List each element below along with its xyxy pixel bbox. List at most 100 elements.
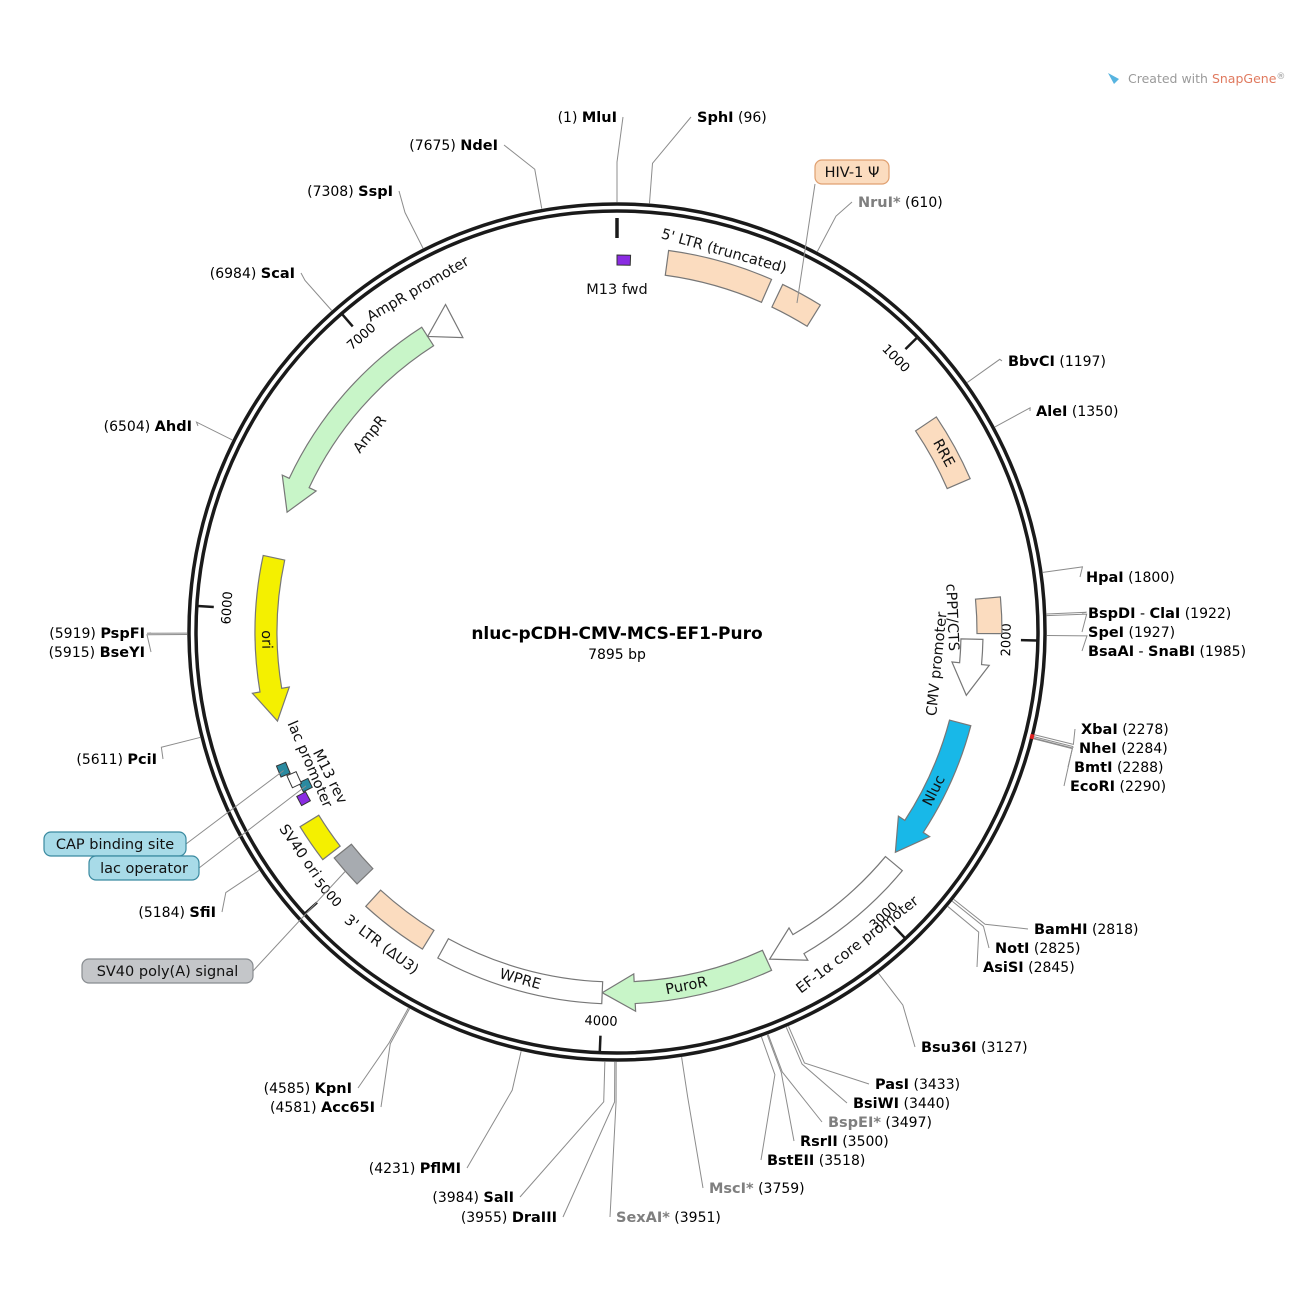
feature-ampr-promoter[interactable] [426,303,464,339]
feature-lac-promoter[interactable] [286,771,303,789]
site-pos-hpai: (1800) [1128,570,1175,586]
site-line-bsu36i [878,973,916,1048]
site-label-acc65i[interactable]: (4581) Acc65I [270,1100,375,1116]
site-line-nhei [1033,736,1074,749]
feature-cppt[interactable] [974,596,1003,635]
site-label-spei[interactable]: SpeI (1927) [1088,625,1175,641]
site-line-bsteii [760,1036,776,1161]
site-label-draiii[interactable]: (3955) DraIII [461,1210,557,1226]
site-line-bsaai [1046,635,1088,652]
feature-ori[interactable] [251,554,291,723]
site-label-pasi[interactable]: PasI (3433) [875,1077,960,1093]
site-pos-asisi: (2845) [1028,960,1075,976]
site-name-sali: SalI [483,1190,514,1206]
snapgene-logo-icon [1108,73,1119,84]
site-label-sali[interactable]: (3984) SalI [432,1190,514,1206]
site-label-nrui[interactable]: NruI* (610) [858,195,943,211]
site-pos-mlui: (1) [558,110,578,126]
site-label-alei[interactable]: AleI (1350) [1036,404,1118,420]
feature-m13-rev[interactable] [296,791,312,807]
site-name-pcii: PciI [127,752,157,768]
site-line-nrui [816,201,853,252]
site-label-noti[interactable]: NotI (2825) [995,941,1080,957]
site-label-pcii[interactable]: (5611) PciI [76,752,157,768]
site-name-alei: AleI [1036,404,1067,420]
site-name-acc65i: Acc65I [321,1100,375,1116]
callout-line-lacop-box [198,785,307,869]
tick-label-6000: 6000 [219,591,236,625]
site-label-ecori[interactable]: EcoRI (2290) [1070,779,1166,795]
feature-hiv-psi[interactable] [771,283,822,328]
site-label-bsaai[interactable]: BsaAI - SnaBI (1985) [1088,644,1246,660]
feature-rre[interactable] [914,416,971,490]
callout-box-sv40pa-box[interactable] [81,958,254,984]
svg-text:Created with SnapGene®: Created with SnapGene® [1128,71,1285,86]
site-label-scai[interactable]: (6984) ScaI [210,266,295,282]
site-layer: (1) MluI SphI (96) NruI* (610) BbvCI (1197)… [49,110,1247,1226]
feature-label-ampr-promoter: AmpR promoter [364,254,472,326]
feature-puror[interactable] [601,949,773,1013]
site-label-sfii[interactable]: (5184) SfiI [138,905,216,921]
site-name-bspei: BspEI* [828,1115,881,1131]
site-label-bamhi[interactable]: BamHI (2818) [1034,922,1139,938]
site-pos-bsaai: (1985) [1200,644,1247,660]
feature-ampr[interactable] [281,326,435,514]
site-name-noti: NotI [995,941,1029,957]
site-line-bspei [767,1034,823,1123]
site-line-noti [951,900,990,949]
site-name-bsteii: BstEII [767,1153,814,1169]
feature-cmv-promoter[interactable] [951,638,991,697]
site-label-asisi[interactable]: AsiSI (2845) [983,960,1075,976]
site-label-bbvci[interactable]: BbvCI (1197) [1008,354,1106,370]
site-label-bsiwi[interactable]: BsiWI (3440) [853,1096,950,1112]
site-label-sexai[interactable]: SexAI* (3951) [616,1210,721,1226]
site-label-mlui[interactable]: (1) MluI [558,110,617,126]
site-label-sspi[interactable]: (7308) SspI [307,184,393,200]
site-name-asisi: AsiSI [983,960,1024,976]
feature-ltr5[interactable] [664,249,773,304]
feature-label-ori: ori [258,630,274,649]
site-line-kpni [357,1007,409,1089]
site-pos-rsrii: (3500) [842,1134,889,1150]
site-label-bsu36i[interactable]: Bsu36I (3127) [921,1040,1028,1056]
feature-nluc[interactable] [894,719,972,854]
callout-label-cap-box: CAP binding site [56,837,174,853]
site-line-acc65i [380,1008,411,1108]
site-label-kpni[interactable]: (4585) KpnI [264,1081,352,1097]
feature-wpre[interactable] [436,937,604,1005]
feature-sv40-polya[interactable] [333,843,374,885]
brand-prefix: Created with [1128,71,1212,86]
site-label-bspei[interactable]: BspEI* (3497) [828,1115,932,1131]
site-name-pspfi: PspFI [100,626,145,642]
site-label-ahdi[interactable]: (6504) AhdI [104,419,192,435]
site-name-bsu36i: Bsu36I [921,1040,977,1056]
site-label-bseyi[interactable]: (5915) BseYI [49,645,145,661]
site-label-rsrii[interactable]: RsrII (3500) [800,1134,889,1150]
site-label-bmti[interactable]: BmtI (2288) [1074,760,1164,776]
callout-box-hiv-psi-box[interactable] [814,159,890,185]
site-pos-ahdi: (6504) [104,419,151,435]
site-line-pasi [788,1026,870,1085]
site-label-bsteii[interactable]: BstEII (3518) [767,1153,865,1169]
feature-sv40-ori[interactable] [299,814,341,861]
site-label-pflmi[interactable]: (4231) PflMI [369,1161,461,1177]
site-label-msci[interactable]: MscI* (3759) [709,1181,805,1197]
site-label-bspdi[interactable]: BspDI - ClaI (1922) [1088,606,1231,622]
callout-line-cap-box [185,770,284,845]
site-line-spei [1046,613,1088,633]
site-line-sfii [221,869,260,913]
site-label-hpai[interactable]: HpaI (1800) [1086,570,1175,586]
feature-ltr3[interactable] [364,889,435,950]
site-pos-pspfi: (5919) [49,626,96,642]
feature-ef1a[interactable] [768,855,904,961]
site-label-xbai[interactable]: XbaI (2278) [1081,722,1169,738]
tick-mark-7000 [341,313,354,328]
site-label-nhei[interactable]: NheI (2284) [1079,741,1168,757]
site-label-sphi[interactable]: SphI (96) [697,110,767,126]
feature-m13-fwd[interactable] [616,254,632,266]
callout-box-lacop-box[interactable] [88,855,200,881]
site-label-ndei[interactable]: (7675) NdeI [409,138,498,154]
site-pos-bsu36i: (3127) [981,1040,1028,1056]
site-label-pspfi[interactable]: (5919) PspFI [49,626,145,642]
